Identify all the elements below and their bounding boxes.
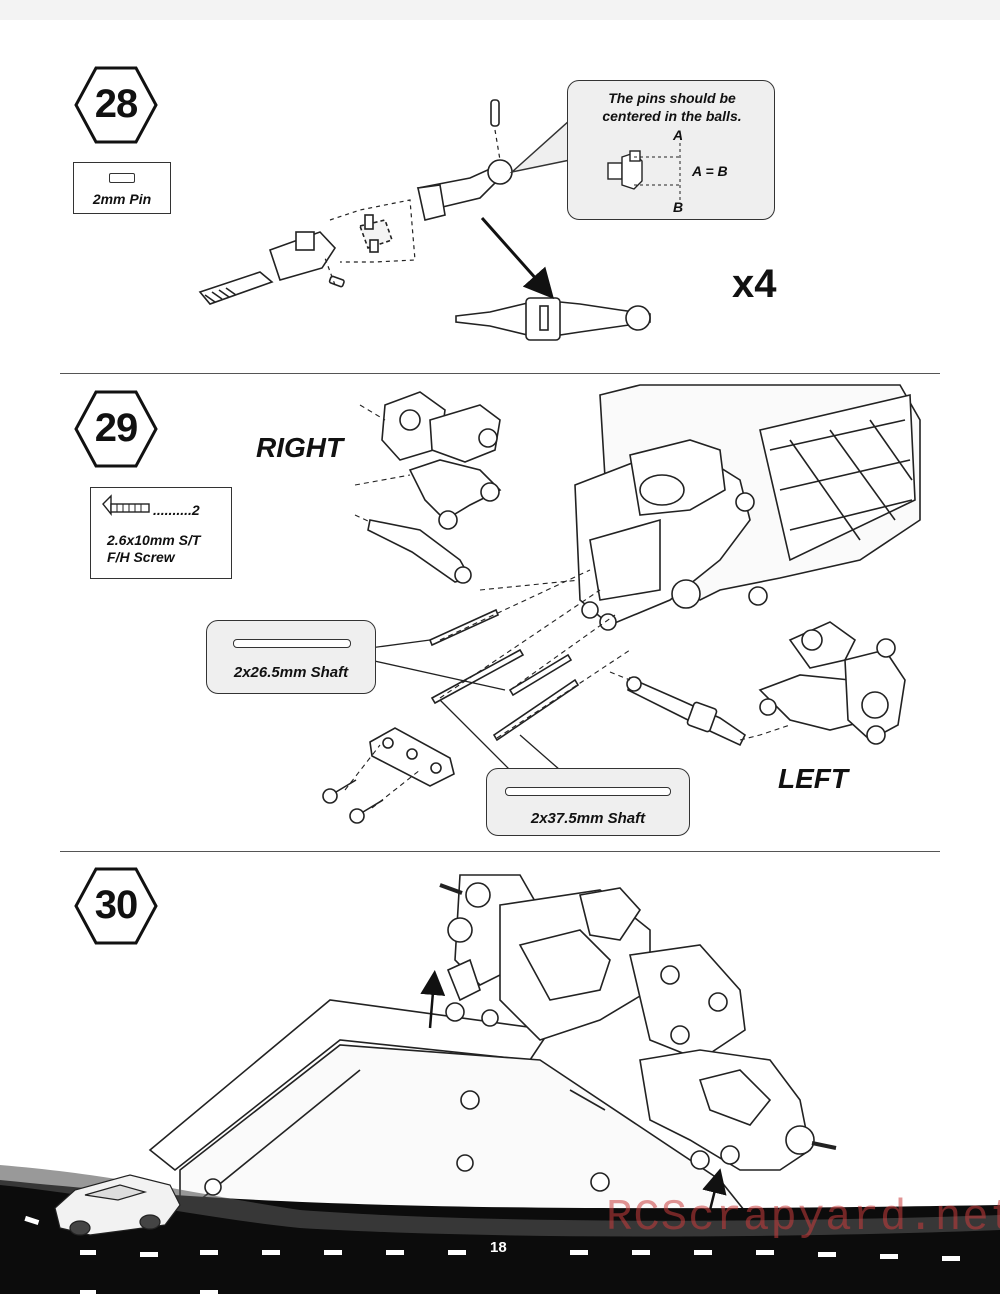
ball-pin-diagram	[607, 143, 681, 201]
screw-part-box: ..........2 2.6x10mm S/T F/H Screw	[90, 487, 232, 579]
section-divider-29-30	[60, 851, 940, 852]
screw-icon	[102, 494, 150, 516]
screw-count: ..........2	[153, 502, 200, 518]
right-side-label: RIGHT	[256, 432, 344, 463]
callout-text: The pins should be centered in the balls…	[602, 90, 742, 124]
left-side-label: LEFT	[778, 763, 848, 794]
callout-label-b: B	[673, 199, 684, 215]
page-number: 18	[490, 1239, 507, 1256]
quantity-label: x4	[732, 262, 777, 306]
step29-shafts	[428, 608, 580, 742]
callout-equation: A = B	[692, 163, 728, 179]
long-shaft-box: 2x37.5mm Shaft	[486, 768, 690, 836]
shaft-icon	[233, 639, 351, 648]
step29-left-parts	[626, 621, 906, 747]
car-icon	[54, 1174, 181, 1236]
step30-chassis	[148, 874, 837, 1231]
step28-driveshaft-exploded	[198, 99, 651, 341]
shaft-icon	[505, 787, 671, 796]
callout-label-a: A	[673, 127, 684, 143]
hexagon-badge-28	[74, 66, 158, 144]
step29-chassis	[574, 384, 921, 631]
watermark: RCScrapyard.net	[606, 1193, 1000, 1243]
screw-label: 2.6x10mm S/T F/H Screw	[107, 532, 201, 565]
step-number-30: 30	[94, 883, 139, 927]
long-shaft-label: 2x37.5mm Shaft	[530, 810, 646, 827]
pin-centering-callout: The pins should be centered in the balls…	[567, 80, 775, 220]
hexagon-badge-29	[74, 390, 158, 468]
step29-right-parts	[367, 391, 502, 584]
step-number-29: 29	[94, 406, 139, 450]
road-dashes	[24, 1215, 960, 1294]
pin-icon	[109, 173, 135, 183]
pin-label: 2mm Pin	[92, 191, 152, 207]
hexagon-badge-30	[74, 867, 158, 945]
step29-brace	[322, 727, 455, 824]
step-number-28: 28	[94, 82, 139, 126]
short-shaft-box: 2x26.5mm Shaft	[206, 620, 376, 694]
section-divider-28-29	[60, 373, 940, 374]
short-shaft-label: 2x26.5mm Shaft	[233, 664, 349, 681]
pin-part-box: 2mm Pin	[73, 162, 171, 214]
